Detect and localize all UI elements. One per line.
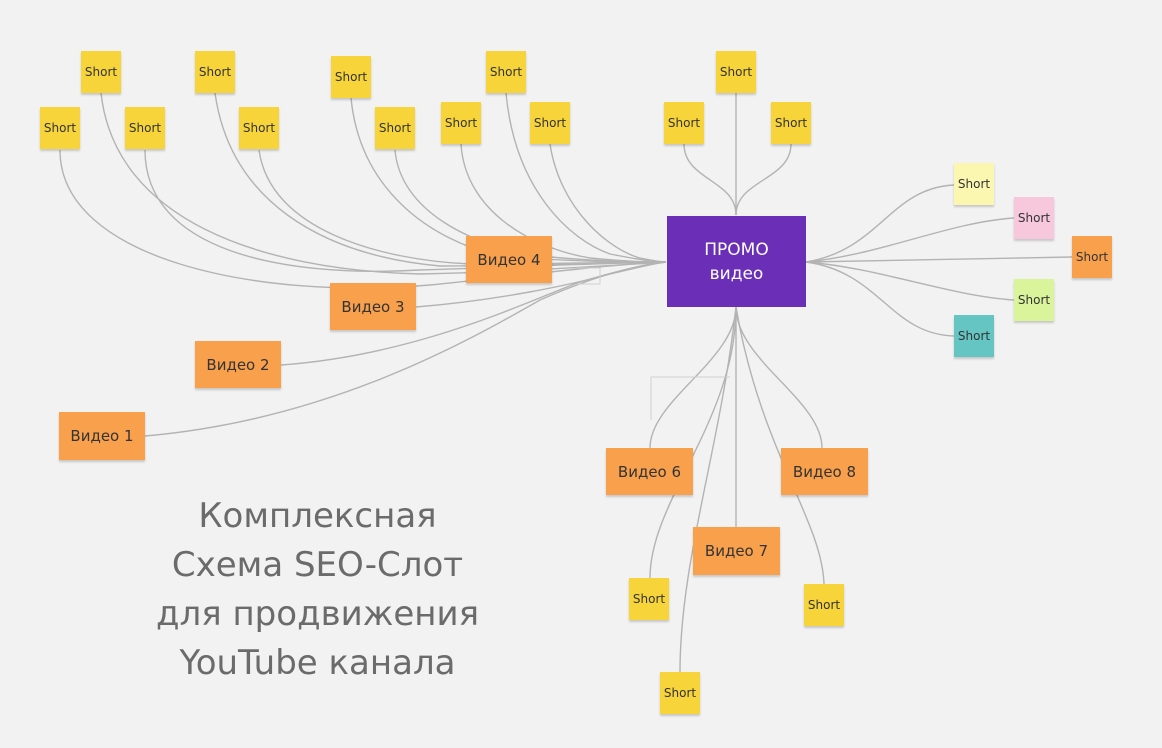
video-3-note[interactable]: Видео 3 bbox=[330, 283, 416, 330]
connector-line bbox=[805, 261, 955, 337]
connector-line bbox=[505, 92, 667, 263]
video-8-note[interactable]: Видео 8 bbox=[781, 448, 868, 495]
short-note[interactable]: Short bbox=[239, 107, 279, 149]
short-note[interactable]: Short bbox=[804, 584, 844, 626]
title-line-1: Комплексная bbox=[198, 496, 437, 536]
connector-line bbox=[415, 261, 667, 308]
title-line-4: YouTube канала bbox=[179, 643, 456, 683]
frame-outline bbox=[650, 376, 730, 420]
connector-line bbox=[683, 143, 737, 216]
connector-line bbox=[805, 184, 955, 263]
short-note[interactable]: Short bbox=[40, 107, 80, 149]
connector-line bbox=[735, 143, 792, 216]
short-note[interactable]: Short bbox=[1014, 279, 1054, 321]
short-note[interactable]: Short bbox=[331, 56, 371, 98]
short-note[interactable]: Short bbox=[629, 578, 669, 620]
connector-line bbox=[735, 306, 823, 449]
short-note[interactable]: Short bbox=[530, 102, 570, 144]
short-note[interactable]: Short bbox=[954, 315, 994, 357]
connector-line bbox=[258, 149, 667, 265]
video-7-note[interactable]: Видео 7 bbox=[693, 527, 780, 575]
short-note[interactable]: Short bbox=[81, 51, 121, 93]
short-note[interactable]: Short bbox=[660, 672, 700, 714]
frame-outline bbox=[577, 267, 601, 285]
short-note[interactable]: Short bbox=[486, 51, 526, 93]
promo-video-node[interactable]: ПРОМО видео bbox=[667, 216, 806, 307]
short-note[interactable]: Short bbox=[195, 51, 235, 93]
connector-line bbox=[549, 143, 667, 263]
title-line-3: для продвижения bbox=[155, 594, 480, 634]
connector-line bbox=[649, 306, 737, 579]
video-2-note[interactable]: Видео 2 bbox=[195, 341, 281, 388]
connector-line bbox=[214, 92, 667, 267]
promo-label-line2: видео bbox=[709, 263, 764, 284]
promo-label-line1: ПРОМО bbox=[704, 239, 769, 260]
connector-line bbox=[144, 149, 667, 272]
video-4-note[interactable]: Видео 4 bbox=[466, 236, 552, 283]
connector-line bbox=[679, 306, 737, 673]
video-1-note[interactable]: Видео 1 bbox=[59, 412, 145, 460]
short-note[interactable]: Short bbox=[664, 102, 704, 144]
connector-line bbox=[805, 256, 1073, 263]
short-note[interactable]: Short bbox=[954, 163, 994, 205]
title-line-2: Схема SEO-Слот bbox=[171, 545, 464, 585]
connector-line bbox=[805, 261, 1015, 301]
short-note[interactable]: Short bbox=[375, 107, 415, 149]
short-note[interactable]: Short bbox=[1014, 197, 1054, 239]
connector-line bbox=[649, 306, 737, 449]
connector-line bbox=[460, 143, 667, 263]
diagram-title: Комплексная Схема SEO-Слот для продвижен… bbox=[110, 492, 525, 688]
short-note[interactable]: Short bbox=[771, 102, 811, 144]
connector-line bbox=[805, 217, 1015, 263]
short-note[interactable]: Short bbox=[441, 102, 481, 144]
video-6-note[interactable]: Видео 6 bbox=[606, 448, 693, 495]
short-note[interactable]: Short bbox=[125, 107, 165, 149]
short-note[interactable]: Short bbox=[1072, 236, 1112, 278]
short-note[interactable]: Short bbox=[716, 51, 756, 93]
